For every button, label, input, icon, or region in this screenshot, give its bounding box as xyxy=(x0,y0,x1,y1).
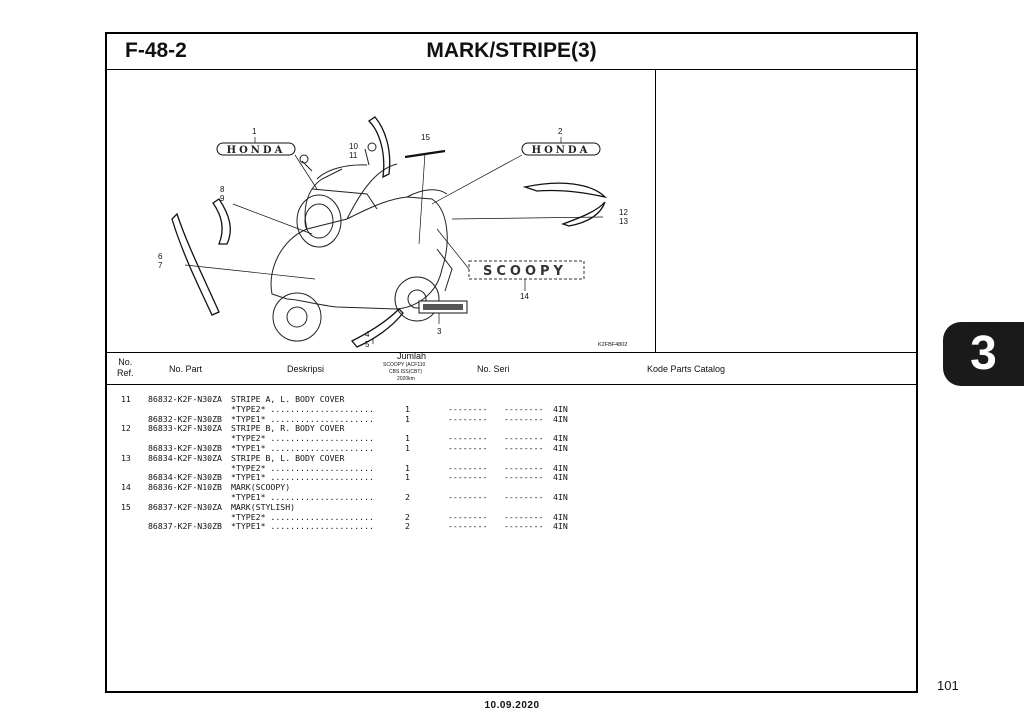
parts-table-header: No. Ref. No. Part Deskripsi Jumlah SCOOP… xyxy=(107,351,916,385)
table-row: *TYPE2* .....................1----------… xyxy=(231,462,568,473)
table-row: 86834-K2F-N30ZB*TYPE1* .................… xyxy=(148,472,568,483)
table-row: 86832-K2F-N30ZB*TYPE1* .................… xyxy=(148,413,568,424)
footer-date: 10.09.2020 xyxy=(484,700,540,711)
callout-11: 11 xyxy=(349,151,358,160)
col-jumlah: Jumlah xyxy=(397,351,427,361)
scoopy-badge-text: SCOOPY xyxy=(483,264,567,279)
diagram-image-code: K2FBF4802 xyxy=(598,342,627,348)
col-no-seri: No. Seri xyxy=(477,364,510,374)
table-row: *TYPE2* .....................1----------… xyxy=(231,433,568,444)
callout-5: 5 xyxy=(365,340,370,349)
callout-6: 6 xyxy=(158,252,163,261)
callout-3: 3 xyxy=(437,327,442,336)
figure-code: F-48-2 xyxy=(125,39,187,62)
callout-14: 14 xyxy=(520,292,529,301)
scooter-diagram: HONDA HONDA SCOOPY xyxy=(158,116,628,349)
catalog-page-frame: F-48-2 MARK/STRIPE(3) xyxy=(105,32,918,693)
callout-1: 1 xyxy=(252,127,257,136)
col-jumlah-sub2: CBS ISS(CBT) xyxy=(389,369,423,375)
col-deskripsi: Deskripsi xyxy=(287,364,325,374)
table-row: 86837-K2F-N30ZB*TYPE1* .................… xyxy=(148,521,568,532)
figure-title: MARK/STRIPE(3) xyxy=(426,39,597,62)
col-no-ref: No. Ref. xyxy=(117,357,134,378)
callout-15: 15 xyxy=(421,133,430,142)
emblem-left-text: HONDA xyxy=(227,145,286,156)
col-no-part: No. Part xyxy=(169,364,203,374)
callout-9: 9 xyxy=(220,194,225,203)
table-row: *TYPE2* .....................1----------… xyxy=(231,403,568,414)
exploded-diagram: HONDA HONDA SCOOPY xyxy=(107,69,656,352)
callout-8: 8 xyxy=(220,185,225,194)
figure-header: F-48-2 MARK/STRIPE(3) xyxy=(107,34,916,70)
callout-13: 13 xyxy=(619,217,628,226)
col-kode: Kode Parts Catalog xyxy=(647,364,726,374)
callout-4: 4 xyxy=(365,330,370,339)
callout-12: 12 xyxy=(619,208,628,217)
col-jumlah-sub3: 2020km xyxy=(397,376,415,382)
callout-7: 7 xyxy=(158,261,163,270)
col-jumlah-sub1: SCOOPY (ACF110 xyxy=(383,362,426,368)
page-number: 101 xyxy=(937,678,959,693)
emblem-right-text: HONDA xyxy=(532,145,591,156)
table-row: 86833-K2F-N30ZB*TYPE1* .................… xyxy=(148,442,568,453)
callout-10: 10 xyxy=(349,142,358,151)
table-row: *TYPE1* .....................2----------… xyxy=(231,491,568,502)
chapter-tab: 3 xyxy=(943,322,1024,386)
table-row: *TYPE2* .....................2----------… xyxy=(231,511,568,522)
callout-2: 2 xyxy=(558,127,563,136)
